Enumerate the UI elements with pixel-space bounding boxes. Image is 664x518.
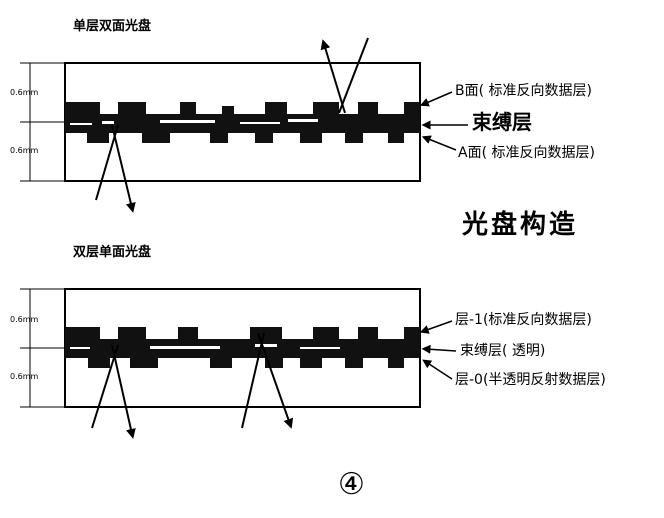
section2-l0-bumps [88,356,404,368]
section2-leader-l0 [422,359,453,380]
section1-label-bond: 束缚层 [472,110,532,134]
section1-dim-bottom: 0.6mm [10,146,39,155]
section2-leader-l1 [419,320,453,334]
figure-number: ④ [338,467,365,502]
section2-laser-out [111,344,136,439]
section1-laser-b-out [320,39,346,114]
section2-title: 双层单面光盘 [73,245,152,260]
section1-laser-b-in [338,37,369,114]
section1-b-bumps [65,102,420,116]
section2-laser-in [91,344,119,429]
section1-leader-b [419,91,453,107]
section1-label-a: A面( 标准反向数据层) [458,145,595,161]
section2-band-speckles [70,344,340,349]
section1-label-b: B面( 标准反向数据层) [455,83,592,99]
section1-a-bumps [87,131,404,143]
section2-label-l0: 层-0(半透明反射数据层) [455,372,606,388]
section2-dim-bottom: 0.6mm [10,372,39,381]
section2-laser2-out [257,332,294,429]
section2-label-bond: 束缚层( 透明) [460,343,546,359]
section1-band-speckles [70,119,318,125]
section1-dim-top: 0.6mm [10,88,39,97]
section1-disc [20,37,468,213]
section2-leader-bond [421,344,457,354]
section2-dim-top: 0.6mm [10,315,39,324]
section2-bond-band [65,339,420,358]
section2-disc [20,288,457,439]
section2-l1-bumps [65,327,420,341]
section2-laser2-in [241,332,265,429]
section1-title: 单层双面光盘 [73,19,152,34]
section1-laser-out [111,124,136,213]
main-title: 光盘构造 [462,210,579,240]
section2-label-l1: 层-1(标准反向数据层) [455,312,592,328]
section1-leader-a [421,135,457,151]
